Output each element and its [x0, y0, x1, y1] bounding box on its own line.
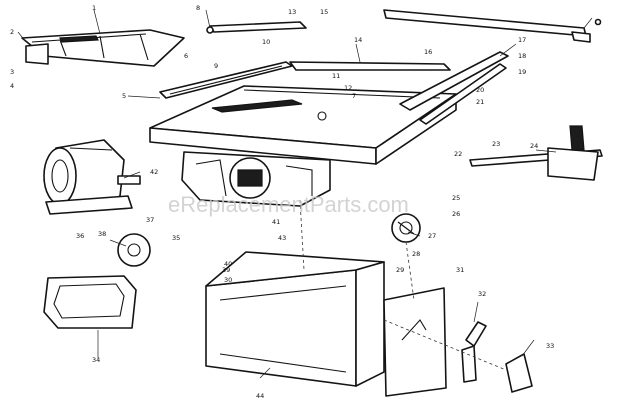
callout-38: 38: [98, 230, 106, 238]
extension-wing: [399, 51, 509, 125]
callout-43: 43: [278, 234, 286, 242]
handwheel: [391, 213, 421, 243]
arbor-assembly: [181, 151, 331, 207]
callout-41: 41: [272, 218, 280, 226]
callout-4: 4: [10, 82, 14, 90]
callout-3: 3: [10, 68, 14, 76]
callout-17: 17: [518, 36, 526, 44]
callout-27: 27: [428, 232, 436, 240]
miter-gauge: [469, 125, 603, 181]
callout-15: 15: [320, 8, 328, 16]
callout-21: 21: [476, 98, 484, 106]
callout-12: 12: [344, 84, 352, 92]
leader-lines: [17, 9, 593, 379]
callout-8: 8: [196, 4, 200, 12]
callout-39: 39: [222, 266, 230, 274]
callout-5: 5: [122, 92, 126, 100]
cabinet-stand: [205, 251, 385, 387]
callout-40: 40: [224, 260, 232, 268]
callout-44: 44: [256, 392, 264, 400]
callout-30: 30: [224, 276, 232, 284]
callout-26: 26: [452, 210, 460, 218]
callout-33: 33: [546, 342, 554, 350]
belt-guard: [43, 275, 137, 329]
extension-rail: [289, 61, 451, 71]
callout-13: 13: [288, 8, 296, 16]
callout-36: 36: [76, 232, 84, 240]
callout-19: 19: [518, 68, 526, 76]
callout-37: 37: [146, 216, 154, 224]
callout-22: 22: [454, 150, 462, 158]
callout-29: 29: [396, 266, 404, 274]
callout-1: 1: [92, 4, 96, 12]
callout-14: 14: [354, 36, 362, 44]
blade-guard: [21, 29, 185, 67]
side-panel: [383, 287, 447, 397]
callout-9: 9: [214, 62, 218, 70]
callout-18: 18: [518, 52, 526, 60]
callout-7: 7: [352, 92, 356, 100]
callout-20: 20: [476, 86, 484, 94]
callout-32: 32: [478, 290, 486, 298]
callout-24: 24: [530, 142, 538, 150]
assembly-lines: [299, 199, 507, 371]
callout-2: 2: [10, 28, 14, 36]
callout-23: 23: [492, 140, 500, 148]
miter-rod: [206, 21, 307, 34]
callout-34: 34: [92, 356, 100, 364]
callout-16: 16: [424, 48, 432, 56]
pulley: [117, 233, 151, 267]
tilt-handle: [461, 321, 487, 383]
callout-42: 42: [150, 168, 158, 176]
callout-28: 28: [412, 250, 420, 258]
callout-labels: 1 2 3 4 5 6 7 8 9 10 11 12 13 14 15 16 1…: [10, 4, 554, 400]
callout-6: 6: [184, 52, 188, 60]
callout-31: 31: [456, 266, 464, 274]
rear-rail: [383, 9, 602, 43]
callout-10: 10: [262, 38, 270, 46]
callout-35: 35: [172, 234, 180, 242]
watermark: eReplacementParts.com: [168, 192, 409, 217]
callout-11: 11: [332, 72, 340, 80]
switch-box: [505, 353, 533, 393]
motor: [43, 139, 141, 215]
callout-25: 25: [452, 194, 460, 202]
